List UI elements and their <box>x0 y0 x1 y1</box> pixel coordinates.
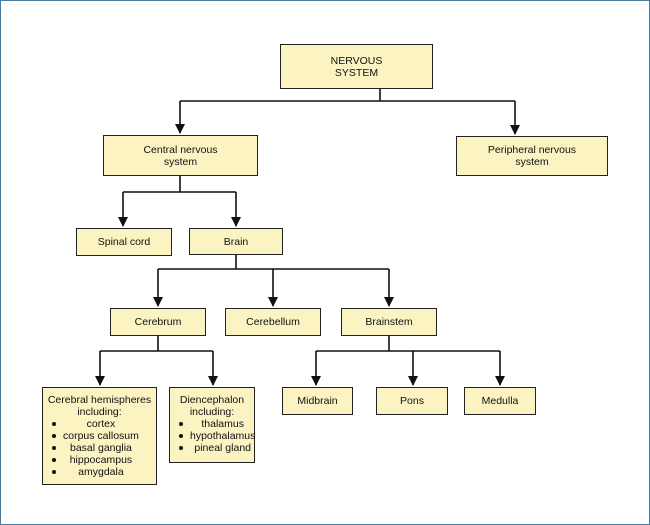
list-item: hippocampus <box>43 454 139 466</box>
node-cerebrum: Cerebrum <box>110 308 206 336</box>
node-brainstem-label: Brainstem <box>365 316 413 328</box>
node-diencephalon-line2: including: <box>189 406 235 418</box>
node-cns-line2: system <box>163 155 198 168</box>
node-nervous-system-line1: NERVOUS <box>330 54 383 67</box>
node-pons: Pons <box>376 387 448 415</box>
node-cerebellum: Cerebellum <box>225 308 321 336</box>
node-midbrain-label: Midbrain <box>297 395 338 407</box>
node-spinal-cord-label: Spinal cord <box>97 236 151 248</box>
node-cerebral-hemispheres-line2: including: <box>77 406 122 418</box>
connector-brainstem-split <box>316 336 500 352</box>
node-cerebrum-label: Cerebrum <box>134 316 182 328</box>
node-brain-label: Brain <box>223 235 249 248</box>
node-cerebral-hemispheres-line1: Cerebral hemispheres <box>47 394 152 406</box>
node-cerebral-hemispheres: Cerebral hemispheres including: cortex c… <box>42 387 157 485</box>
node-peripheral-nervous-system: Peripheral nervous system <box>456 136 608 176</box>
node-pns-line2: system <box>515 156 549 168</box>
node-brainstem: Brainstem <box>341 308 437 336</box>
node-nervous-system: NERVOUS SYSTEM <box>280 44 433 89</box>
connector-cns-split <box>123 176 236 193</box>
list-item: pineal gland <box>170 442 255 454</box>
node-nervous-system-line2: SYSTEM <box>334 66 379 79</box>
connector-nervous-system-split <box>180 89 515 102</box>
list-item: cortex <box>43 418 139 430</box>
connector-cerebrum-split <box>100 336 213 352</box>
list-item: amygdala <box>43 466 139 478</box>
node-pns-line1: Peripheral nervous <box>487 144 577 156</box>
node-diencephalon: Diencephalon including: thalamus hypotha… <box>169 387 255 463</box>
diencephalon-list: thalamus hypothalamus pineal gland <box>170 418 255 454</box>
node-cns-line1: Central nervous <box>143 143 218 156</box>
node-pons-label: Pons <box>400 395 424 407</box>
connector-brain-split <box>158 255 389 270</box>
node-diencephalon-line1: Diencephalon <box>179 394 245 406</box>
node-midbrain: Midbrain <box>282 387 353 415</box>
list-item: basal ganglia <box>43 442 139 454</box>
list-item: thalamus <box>170 418 255 430</box>
node-central-nervous-system: Central nervous system <box>103 135 258 176</box>
list-item: hypothalamus <box>170 430 255 442</box>
node-medulla-label: Medulla <box>481 395 519 407</box>
node-medulla: Medulla <box>464 387 536 415</box>
node-brain: Brain <box>189 228 283 255</box>
node-spinal-cord: Spinal cord <box>76 228 172 256</box>
list-item: corpus callosum <box>43 430 139 442</box>
cerebral-hemispheres-list: cortex corpus callosum basal ganglia hip… <box>43 418 139 478</box>
node-cerebellum-label: Cerebellum <box>246 316 300 328</box>
